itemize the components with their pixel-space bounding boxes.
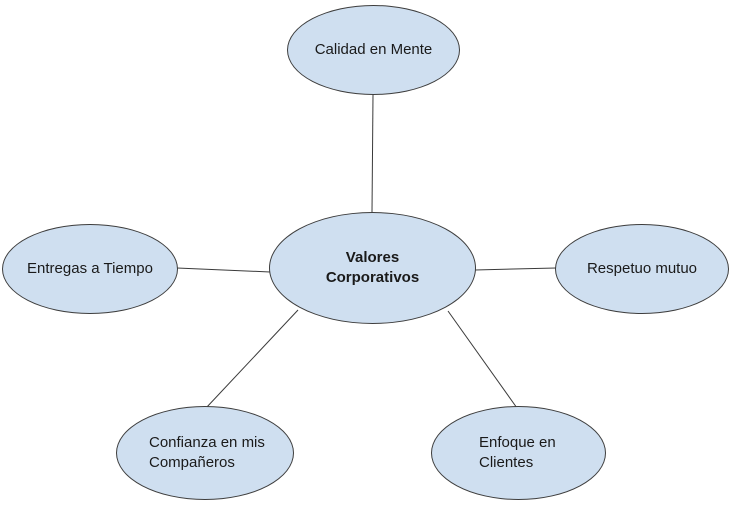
center-label-line1: Valores bbox=[345, 249, 400, 266]
node-entregas-a-tiempo: Entregas a Tiempo bbox=[2, 224, 178, 314]
node-enfoque-en-clientes: Enfoque en Clientes bbox=[431, 406, 606, 500]
node-label-line1: Enfoque en bbox=[479, 434, 556, 451]
node-label: Confianza en mis Compañeros bbox=[117, 433, 265, 473]
node-label: Calidad en Mente bbox=[314, 41, 433, 58]
node-respetuo-mutuo: Respetuo mutuo bbox=[555, 224, 729, 314]
node-label-line2: Clientes bbox=[479, 454, 534, 471]
node-confianza-en-mis-companeros: Confianza en mis Compañeros bbox=[116, 406, 294, 500]
node-label: Enfoque en Clientes bbox=[432, 433, 556, 473]
node-label-line1: Confianza en mis bbox=[149, 434, 265, 451]
edge-left bbox=[176, 267, 271, 273]
center-label-line2: Corporativos bbox=[325, 269, 420, 286]
node-calidad-en-mente: Calidad en Mente bbox=[287, 5, 460, 95]
node-label: Entregas a Tiempo bbox=[27, 260, 153, 277]
edge-bottom-right bbox=[447, 310, 518, 409]
edge-top bbox=[371, 94, 374, 213]
edge-right bbox=[474, 267, 557, 271]
node-valores-corporativos: Valores Corporativos bbox=[269, 212, 476, 324]
center-label: Valores Corporativos bbox=[326, 248, 419, 288]
node-label-line2: Compañeros bbox=[149, 454, 235, 471]
edge-bottom-left bbox=[205, 309, 299, 409]
node-label: Respetuo mutuo bbox=[586, 260, 698, 277]
